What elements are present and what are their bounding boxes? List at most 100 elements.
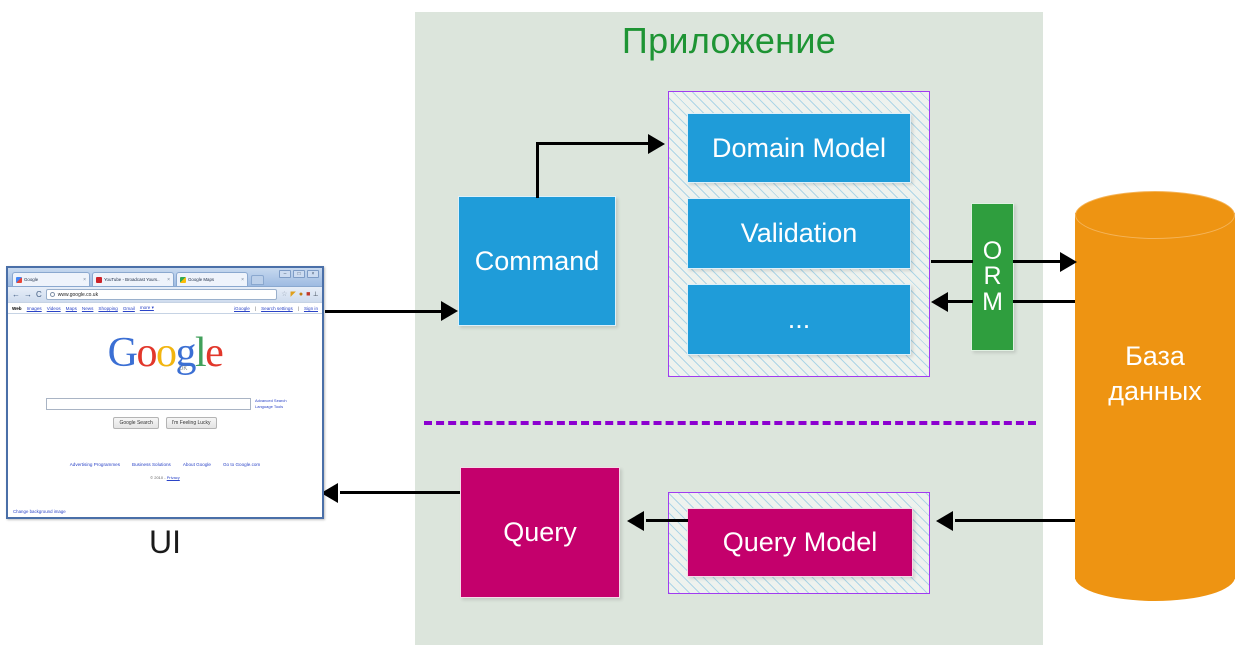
nav-gmail[interactable]: Gmail — [122, 305, 135, 311]
google-favicon-icon — [16, 276, 22, 283]
copyright-text: © 2010 - — [150, 475, 167, 480]
privacy-link[interactable]: Privacy — [166, 475, 180, 480]
logo-letter-o2: o — [156, 330, 177, 376]
close-icon[interactable]: × — [241, 276, 244, 283]
address-bar[interactable]: www.google.co.uk — [45, 289, 278, 300]
orm-box[interactable]: O R M — [971, 203, 1014, 351]
footer-links: Advertising Programmes Business Solution… — [8, 462, 322, 467]
browser-tab-title: YouTube - Broadcast Yours.. — [104, 277, 160, 282]
logo-letter-g2: g — [175, 330, 197, 376]
arrow-querymodel-to-query-line — [646, 519, 688, 522]
language-tools-link[interactable]: Language Tools — [255, 404, 284, 409]
close-icon[interactable]: × — [167, 276, 170, 283]
search-buttons: Google Search I'm Feeling Lucky — [8, 417, 322, 429]
arrow-orm-to-model-head — [931, 292, 948, 312]
arrow-database-to-orm-line — [1013, 300, 1075, 303]
change-background-link[interactable]: Change background image — [13, 509, 66, 514]
browser-tab-maps[interactable]: Google Maps × — [176, 272, 248, 286]
address-bar-value: www.google.co.uk — [57, 291, 99, 298]
arrow-command-to-domain-hline — [536, 142, 649, 145]
arrow-ui-to-command-line — [325, 310, 442, 313]
nav-search-settings[interactable]: Search settings — [261, 305, 293, 311]
database-label: База данных — [1075, 339, 1235, 409]
star-icon[interactable]: ☆ — [281, 291, 288, 298]
feeling-lucky-button[interactable]: I'm Feeling Lucky — [165, 417, 217, 429]
advanced-search-link[interactable]: Advanced Search — [255, 398, 287, 403]
arrow-database-to-querymodel-line — [955, 519, 1075, 522]
domain-model-box[interactable]: Domain Model — [687, 113, 911, 183]
new-tab-button[interactable] — [251, 275, 264, 285]
arrow-orm-to-database-head — [1060, 252, 1077, 272]
logo-letter-o1: o — [136, 330, 158, 376]
business-solutions-link[interactable]: Business Solutions — [132, 462, 171, 467]
arrow-database-to-querymodel-head — [936, 511, 953, 531]
query-model-box[interactable]: Query Model — [687, 508, 913, 577]
database-label-line1: База — [1125, 341, 1185, 371]
youtube-favicon-icon — [96, 276, 102, 283]
logo-letter-g1: G — [107, 330, 138, 376]
browser-window[interactable]: Google × YouTube - Broadcast Yours.. × G… — [6, 266, 324, 519]
browser-tab-youtube[interactable]: YouTube - Broadcast Yours.. × — [92, 272, 174, 286]
google-search-button[interactable]: Google Search — [113, 417, 159, 429]
extension-icon[interactable]: ◤ — [290, 291, 296, 298]
google-homepage: Google UK Advanced Search Language Tools… — [8, 313, 322, 517]
close-icon[interactable]: × — [83, 276, 86, 283]
forward-icon[interactable]: → — [24, 289, 32, 299]
search-side-links: Advanced Search Language Tools — [255, 398, 287, 410]
nav-videos[interactable]: Videos — [46, 305, 61, 311]
arrow-orm-to-database-line — [1013, 260, 1063, 263]
google-nav-bar: Web Images Videos Maps News Shopping Gma… — [8, 302, 322, 313]
globe-icon — [49, 292, 55, 297]
arrow-command-to-domain-head — [648, 134, 665, 154]
command-box[interactable]: Command — [458, 196, 616, 326]
search-row: Advanced Search Language Tools — [46, 398, 294, 410]
query-box[interactable]: Query — [460, 467, 620, 598]
logo-letter-e: e — [205, 330, 224, 376]
arrow-query-to-ui-head — [321, 483, 338, 503]
arrow-model-to-orm-line — [931, 260, 973, 263]
ellipsis-box[interactable]: ... — [687, 284, 911, 355]
database-cylinder[interactable]: База данных — [1075, 191, 1235, 601]
nav-sign-in[interactable]: Sign in — [303, 305, 318, 311]
nav-images[interactable]: Images — [26, 305, 42, 311]
minimize-icon[interactable]: – — [279, 270, 291, 278]
browser-tabbar: Google × YouTube - Broadcast Yours.. × G… — [8, 268, 322, 286]
orm-letter-m: M — [982, 287, 1003, 316]
arrow-ui-to-command-head — [441, 301, 458, 321]
browser-toolbar: ← → C www.google.co.uk ☆ ◤ ● ■ ⟂ — [8, 286, 322, 302]
nav-sep-1: | — [254, 305, 257, 311]
browser-tab-google[interactable]: Google × — [12, 272, 90, 286]
nav-maps[interactable]: Maps — [65, 305, 77, 311]
search-input[interactable] — [46, 398, 251, 410]
wrench-icon[interactable]: ⟂ — [313, 291, 318, 298]
nav-igoogle[interactable]: iGoogle — [234, 305, 250, 311]
nav-web[interactable]: Web — [12, 305, 22, 311]
advertising-programmes-link[interactable]: Advertising Programmes — [69, 462, 121, 467]
nav-more[interactable]: more ▾ — [139, 305, 154, 310]
trash-icon[interactable]: ■ — [306, 291, 311, 298]
arrow-query-to-ui-line — [340, 491, 460, 494]
go-to-google-com-link[interactable]: Go to Google.com — [222, 462, 261, 467]
reload-icon[interactable]: C — [36, 289, 42, 299]
user-icon[interactable]: ● — [298, 291, 304, 298]
arrow-orm-to-model-line — [948, 300, 973, 303]
back-icon[interactable]: ← — [12, 289, 20, 299]
database-bottom-ellipse — [1075, 553, 1235, 601]
close-window-icon[interactable]: × — [307, 270, 319, 278]
validation-box[interactable]: Validation — [687, 198, 911, 269]
database-top-ellipse — [1075, 191, 1235, 239]
database-body — [1075, 213, 1235, 579]
browser-tab-title: Google Maps — [188, 277, 215, 282]
nav-shopping[interactable]: Shopping — [98, 305, 118, 311]
logo-letter-l: l — [195, 330, 207, 376]
logo-country-label: UK — [179, 366, 188, 372]
maximize-icon[interactable]: □ — [293, 270, 305, 278]
maps-favicon-icon — [180, 276, 186, 283]
toolbar-icons: ☆ ◤ ● ■ ⟂ — [281, 291, 318, 298]
copyright-notice: © 2010 - Privacy — [8, 475, 322, 480]
database-label-line2: данных — [1108, 376, 1202, 406]
nav-news[interactable]: News — [81, 305, 94, 311]
about-google-link[interactable]: About Google — [182, 462, 211, 467]
google-logo: Google — [8, 332, 322, 374]
